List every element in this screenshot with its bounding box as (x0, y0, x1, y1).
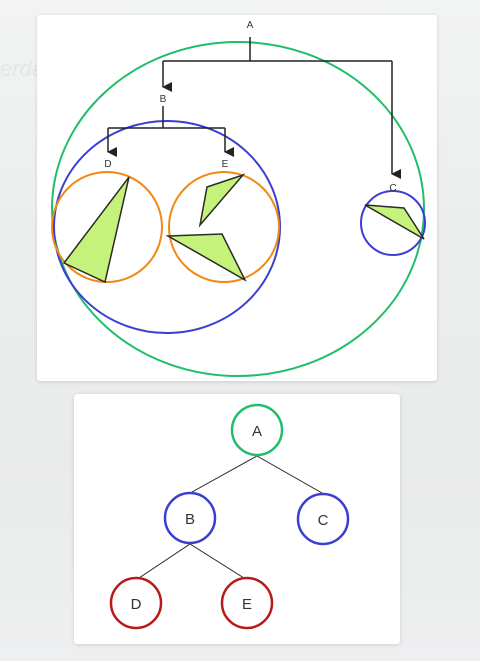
tree-node-e (220, 576, 274, 630)
tree-diagram-card: A B C D E (74, 394, 400, 644)
node-c-circle (360, 190, 426, 256)
label-b: B (160, 94, 167, 105)
node-e-circle (168, 171, 280, 283)
tree-node-d (109, 576, 163, 630)
triangle-shape-c (364, 204, 425, 240)
node-b-ellipse (53, 120, 281, 334)
label-d: D (104, 159, 111, 170)
node-a-ellipse (51, 41, 425, 377)
edge-a-c (256, 455, 323, 494)
triangle-shape-e-lower (165, 233, 247, 282)
tree-label-b: B (185, 511, 195, 528)
label-a: A (247, 20, 254, 31)
label-c: C (389, 183, 396, 194)
tree-label-e: E (242, 596, 252, 613)
tree-node-a (230, 403, 284, 457)
triangle-shape-d (62, 176, 130, 284)
tree-label-c: C (318, 512, 329, 529)
tree-node-c (296, 492, 350, 546)
venn-diagram: A B D E C (51, 20, 426, 377)
connector-b (108, 106, 225, 129)
venn-diagram-card: A B D E C (37, 15, 437, 381)
tree-node-b (163, 491, 217, 545)
node-d-circle (51, 171, 163, 283)
tree-diagram: A B C D E (109, 403, 350, 630)
label-e: E (222, 159, 229, 170)
tree-label-a: A (252, 423, 262, 440)
triangle-shape-e-upper (198, 173, 246, 228)
edge-b-e (189, 543, 245, 579)
connector-a (163, 37, 392, 62)
edge-a-b (191, 455, 258, 493)
edge-b-d (138, 543, 191, 579)
tree-label-d: D (131, 596, 142, 613)
